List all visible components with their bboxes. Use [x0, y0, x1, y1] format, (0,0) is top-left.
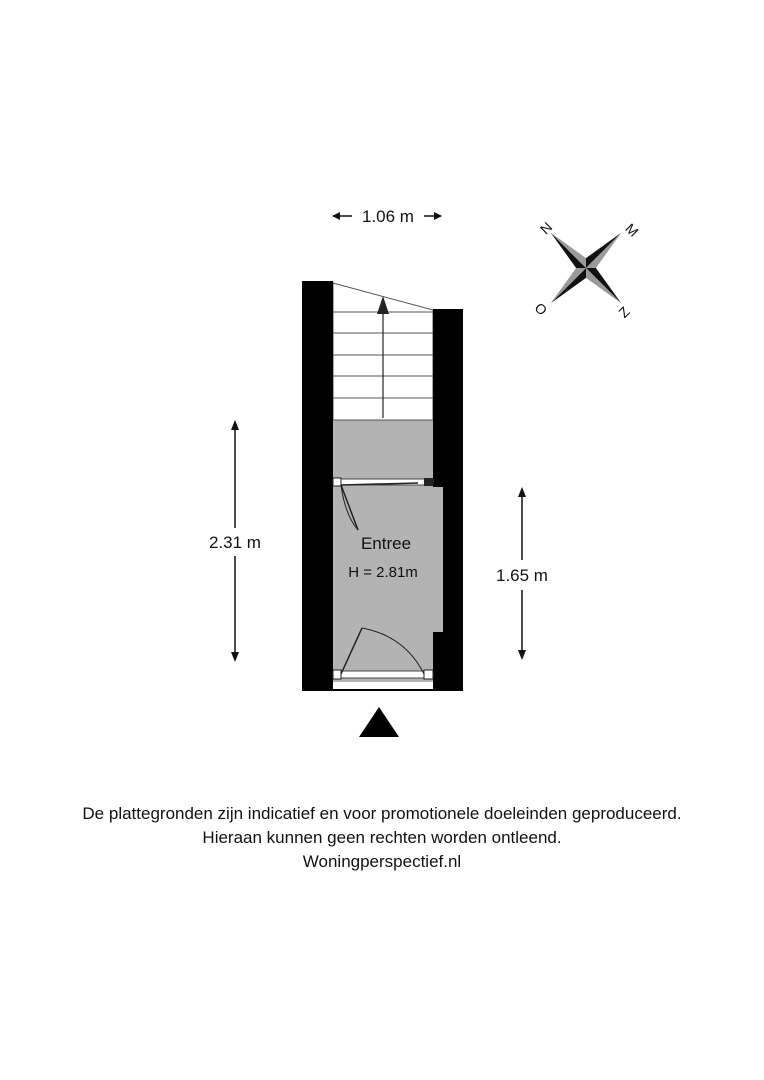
entrance-triangle-icon [359, 707, 399, 737]
walls [302, 281, 463, 691]
inner-door [332, 477, 434, 531]
dimension-right-label: 1.65 m [496, 566, 548, 585]
entree-floor [333, 420, 433, 682]
stair-direction-arrow-icon [377, 296, 389, 314]
disclaimer-line-1: De plattegronden zijn indicatief en voor… [82, 804, 682, 823]
disclaimer: De plattegronden zijn indicatief en voor… [0, 802, 764, 874]
disclaimer-website: Woningperspectief.nl [302, 852, 462, 871]
room-name: Entree [361, 534, 411, 553]
staircase [332, 282, 434, 421]
compass-label-o: O [531, 299, 550, 318]
compass-label-m: M [622, 220, 642, 240]
dimension-right: 1.65 m [496, 487, 548, 660]
dimension-top: 1.06 m [332, 207, 442, 226]
left-wall [302, 281, 333, 691]
dimension-top-label: 1.06 m [362, 207, 414, 226]
front-door [332, 627, 434, 680]
compass-rose-icon [550, 232, 622, 304]
disclaimer-line-2: Hieraan kunnen geen rechten worden ontle… [202, 828, 562, 847]
dimension-left-label: 2.31 m [209, 533, 261, 552]
room-height: H = 2.81m [348, 564, 418, 581]
dimension-left: 2.31 m [209, 420, 261, 662]
compass-label-z: Z [615, 303, 633, 321]
